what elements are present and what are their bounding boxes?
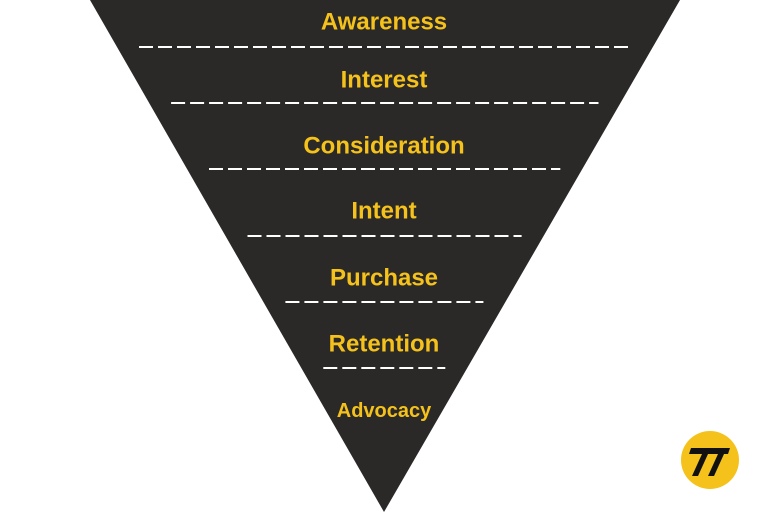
stage-labels: AwarenessInterestConsiderationIntentPurc… (303, 9, 464, 423)
stage-label-consideration: Consideration (303, 133, 464, 160)
stage-label-awareness: Awareness (321, 9, 447, 36)
stage-label-retention: Retention (329, 331, 440, 358)
stage-dividers (139, 46, 631, 369)
stage-label-advocacy: Advocacy (337, 400, 432, 422)
stage-label-purchase: Purchase (330, 265, 438, 292)
funnel-shape (90, 0, 680, 512)
stage-label-intent: Intent (351, 198, 416, 225)
stage-label-interest: Interest (341, 67, 428, 94)
tt-logo-icon (681, 431, 739, 489)
